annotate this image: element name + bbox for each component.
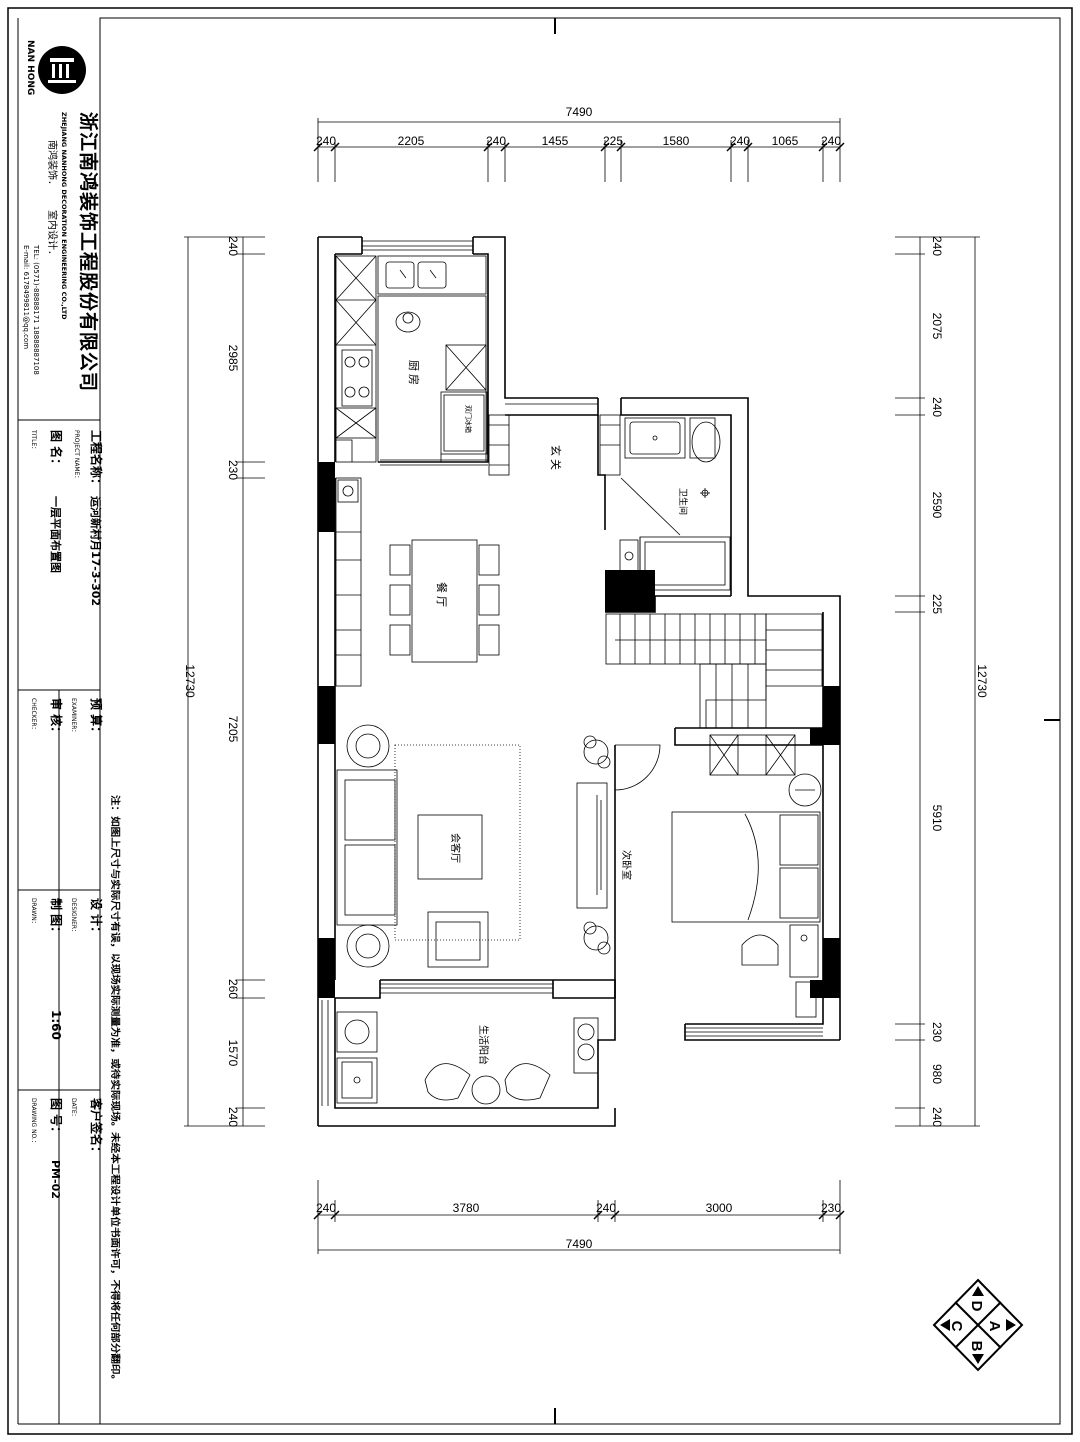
room-entrance-label: 玄 关 [549, 445, 563, 470]
bedroom [614, 734, 822, 1018]
drawing-note: 注：如图上尺寸与实际尺寸有误，以现场实际测量为准，或待实际现场。未经本工程设计单… [109, 795, 121, 1385]
designer-label-en: DESIGNER： [70, 898, 77, 935]
drawing-name-label: 图 名： [49, 430, 64, 470]
budget-label: 预 算： [89, 698, 104, 738]
dim-left-4: 260 [226, 979, 240, 999]
fridge-label: 双门冰箱 [464, 405, 473, 433]
dim-left-0: 240 [226, 236, 240, 256]
entrance-cabinet [488, 414, 621, 476]
dim-bottom-4: 230 [821, 1201, 841, 1215]
company-name-en: ZHEJIANG NANHONG DECORATION ENGINEERING … [60, 112, 68, 320]
dim-top-6: 240 [730, 134, 750, 148]
title-block: NAN HONG 浙江南鸿装饰工程股份有限公司 ZHEJIANG NANHONG… [17, 18, 104, 1425]
dim-top-8: 240 [821, 134, 841, 148]
drafter-label-en: DRAWN： [30, 898, 37, 927]
dim-bottom-2: 240 [596, 1201, 616, 1215]
dim-top-3: 1455 [542, 134, 569, 148]
brand-text: 南鸿装饰． [46, 140, 59, 190]
dim-right-0: 240 [930, 236, 944, 256]
dim-bottom-3: 3000 [706, 1201, 733, 1215]
dim-bottom-total: 7490 [566, 1237, 593, 1251]
dimension-labels: 7490 240 2205 240 1455 225 1580 240 1065… [316, 105, 841, 1251]
logo-text: NAN HONG [25, 40, 35, 95]
checker-label: 审 核： [49, 698, 64, 738]
dim-left-total: 12730 [183, 664, 197, 698]
dim-right-6: 230 [930, 1022, 944, 1042]
fridge-box [440, 391, 488, 455]
room-bathroom-label: 卫生间 [678, 488, 689, 515]
client-label: 客户签名： [89, 1097, 104, 1158]
dim-right-total: 12730 [975, 664, 989, 698]
checker-label-en: EXAMINER： [70, 698, 77, 735]
compass-c: C [948, 1321, 965, 1332]
dim-left-5: 1570 [226, 1040, 240, 1067]
dim-right-3: 2590 [930, 492, 944, 519]
email-text: E-mail: 6178499811@qq.com [22, 245, 30, 349]
dim-right-7: 980 [930, 1064, 944, 1084]
designer-label: 设 计： [89, 898, 104, 938]
company-name-cn: 浙江南鸿装饰工程股份有限公司 [77, 112, 100, 392]
tel-text: TEL: (0571)-88888171 18888887108 [32, 244, 40, 375]
dim-top-5: 1580 [663, 134, 690, 148]
balcony [336, 1011, 599, 1105]
scale-value: 1:60 [49, 1010, 63, 1040]
room-dining-label: 餐 厅 [435, 582, 449, 607]
centering-marks [554, 18, 1060, 1424]
dim-right-5: 5910 [930, 805, 944, 832]
outer-frame [7, 7, 1073, 1435]
compass-d: D [968, 1301, 985, 1312]
drawing-no-label-en: DRAWING NO.： [30, 1098, 37, 1146]
dimension-labels-vertical: 12730 240 2985 230 7205 260 1570 240 127… [183, 236, 989, 1127]
dim-top-total: 7490 [566, 105, 593, 119]
dining [389, 539, 500, 663]
dimensions [184, 118, 980, 1254]
columns [318, 462, 840, 998]
dim-bottom-1: 3780 [453, 1201, 480, 1215]
room-living-label: 会客厅 [449, 833, 462, 863]
dim-right-1: 2075 [930, 313, 944, 340]
drawing-no-label: 图 号： [49, 1098, 64, 1138]
dim-left-6: 240 [226, 1107, 240, 1127]
dim-bottom-0: 240 [316, 1201, 336, 1215]
check-label-en: CHECKER： [30, 698, 37, 733]
compass-a: A [986, 1321, 1003, 1332]
dim-top-4: 225 [603, 134, 623, 148]
wardrobe-left [335, 477, 362, 687]
windows [321, 240, 823, 1106]
drawing-no-value: PM-02 [49, 1160, 62, 1199]
dim-left-2: 230 [226, 460, 240, 480]
dim-right-4: 225 [930, 594, 944, 614]
dim-right-2: 240 [930, 397, 944, 417]
drawing-name-label-en: TITLE： [30, 429, 37, 452]
client-label-en: DATE： [70, 1098, 77, 1120]
project-label: 工程名称： [89, 430, 104, 490]
dim-top-7: 1065 [772, 134, 799, 148]
dim-left-3: 7205 [226, 716, 240, 743]
dim-top-1: 2205 [398, 134, 425, 148]
dim-top-2: 240 [486, 134, 506, 148]
room-kitchen-label: 厨 房 [407, 360, 420, 385]
inner-frame [99, 17, 1061, 1425]
project-value: 运河新村月17-3-302 [89, 496, 103, 606]
staircase [605, 613, 823, 729]
section-compass: A B C D [932, 1278, 1024, 1372]
compass-b: B [968, 1341, 985, 1352]
kitchen [335, 255, 488, 466]
dim-left-1: 2985 [226, 345, 240, 372]
dim-top-0: 240 [316, 134, 336, 148]
service-text: 室内设计． [46, 210, 59, 260]
drafter-label: 制 图： [49, 898, 64, 938]
dimension-ticks [313, 142, 845, 1220]
bathroom [619, 417, 731, 591]
project-label-en: PROJECT NAME： [73, 430, 80, 481]
room-bedroom-label: 次卧室 [620, 850, 633, 880]
drawing-name-value: 一层平面布置图 [49, 496, 63, 573]
living-room [336, 724, 611, 968]
room-balcony-label: 生活阳台 [477, 1025, 490, 1065]
dim-right-8: 240 [930, 1107, 944, 1127]
